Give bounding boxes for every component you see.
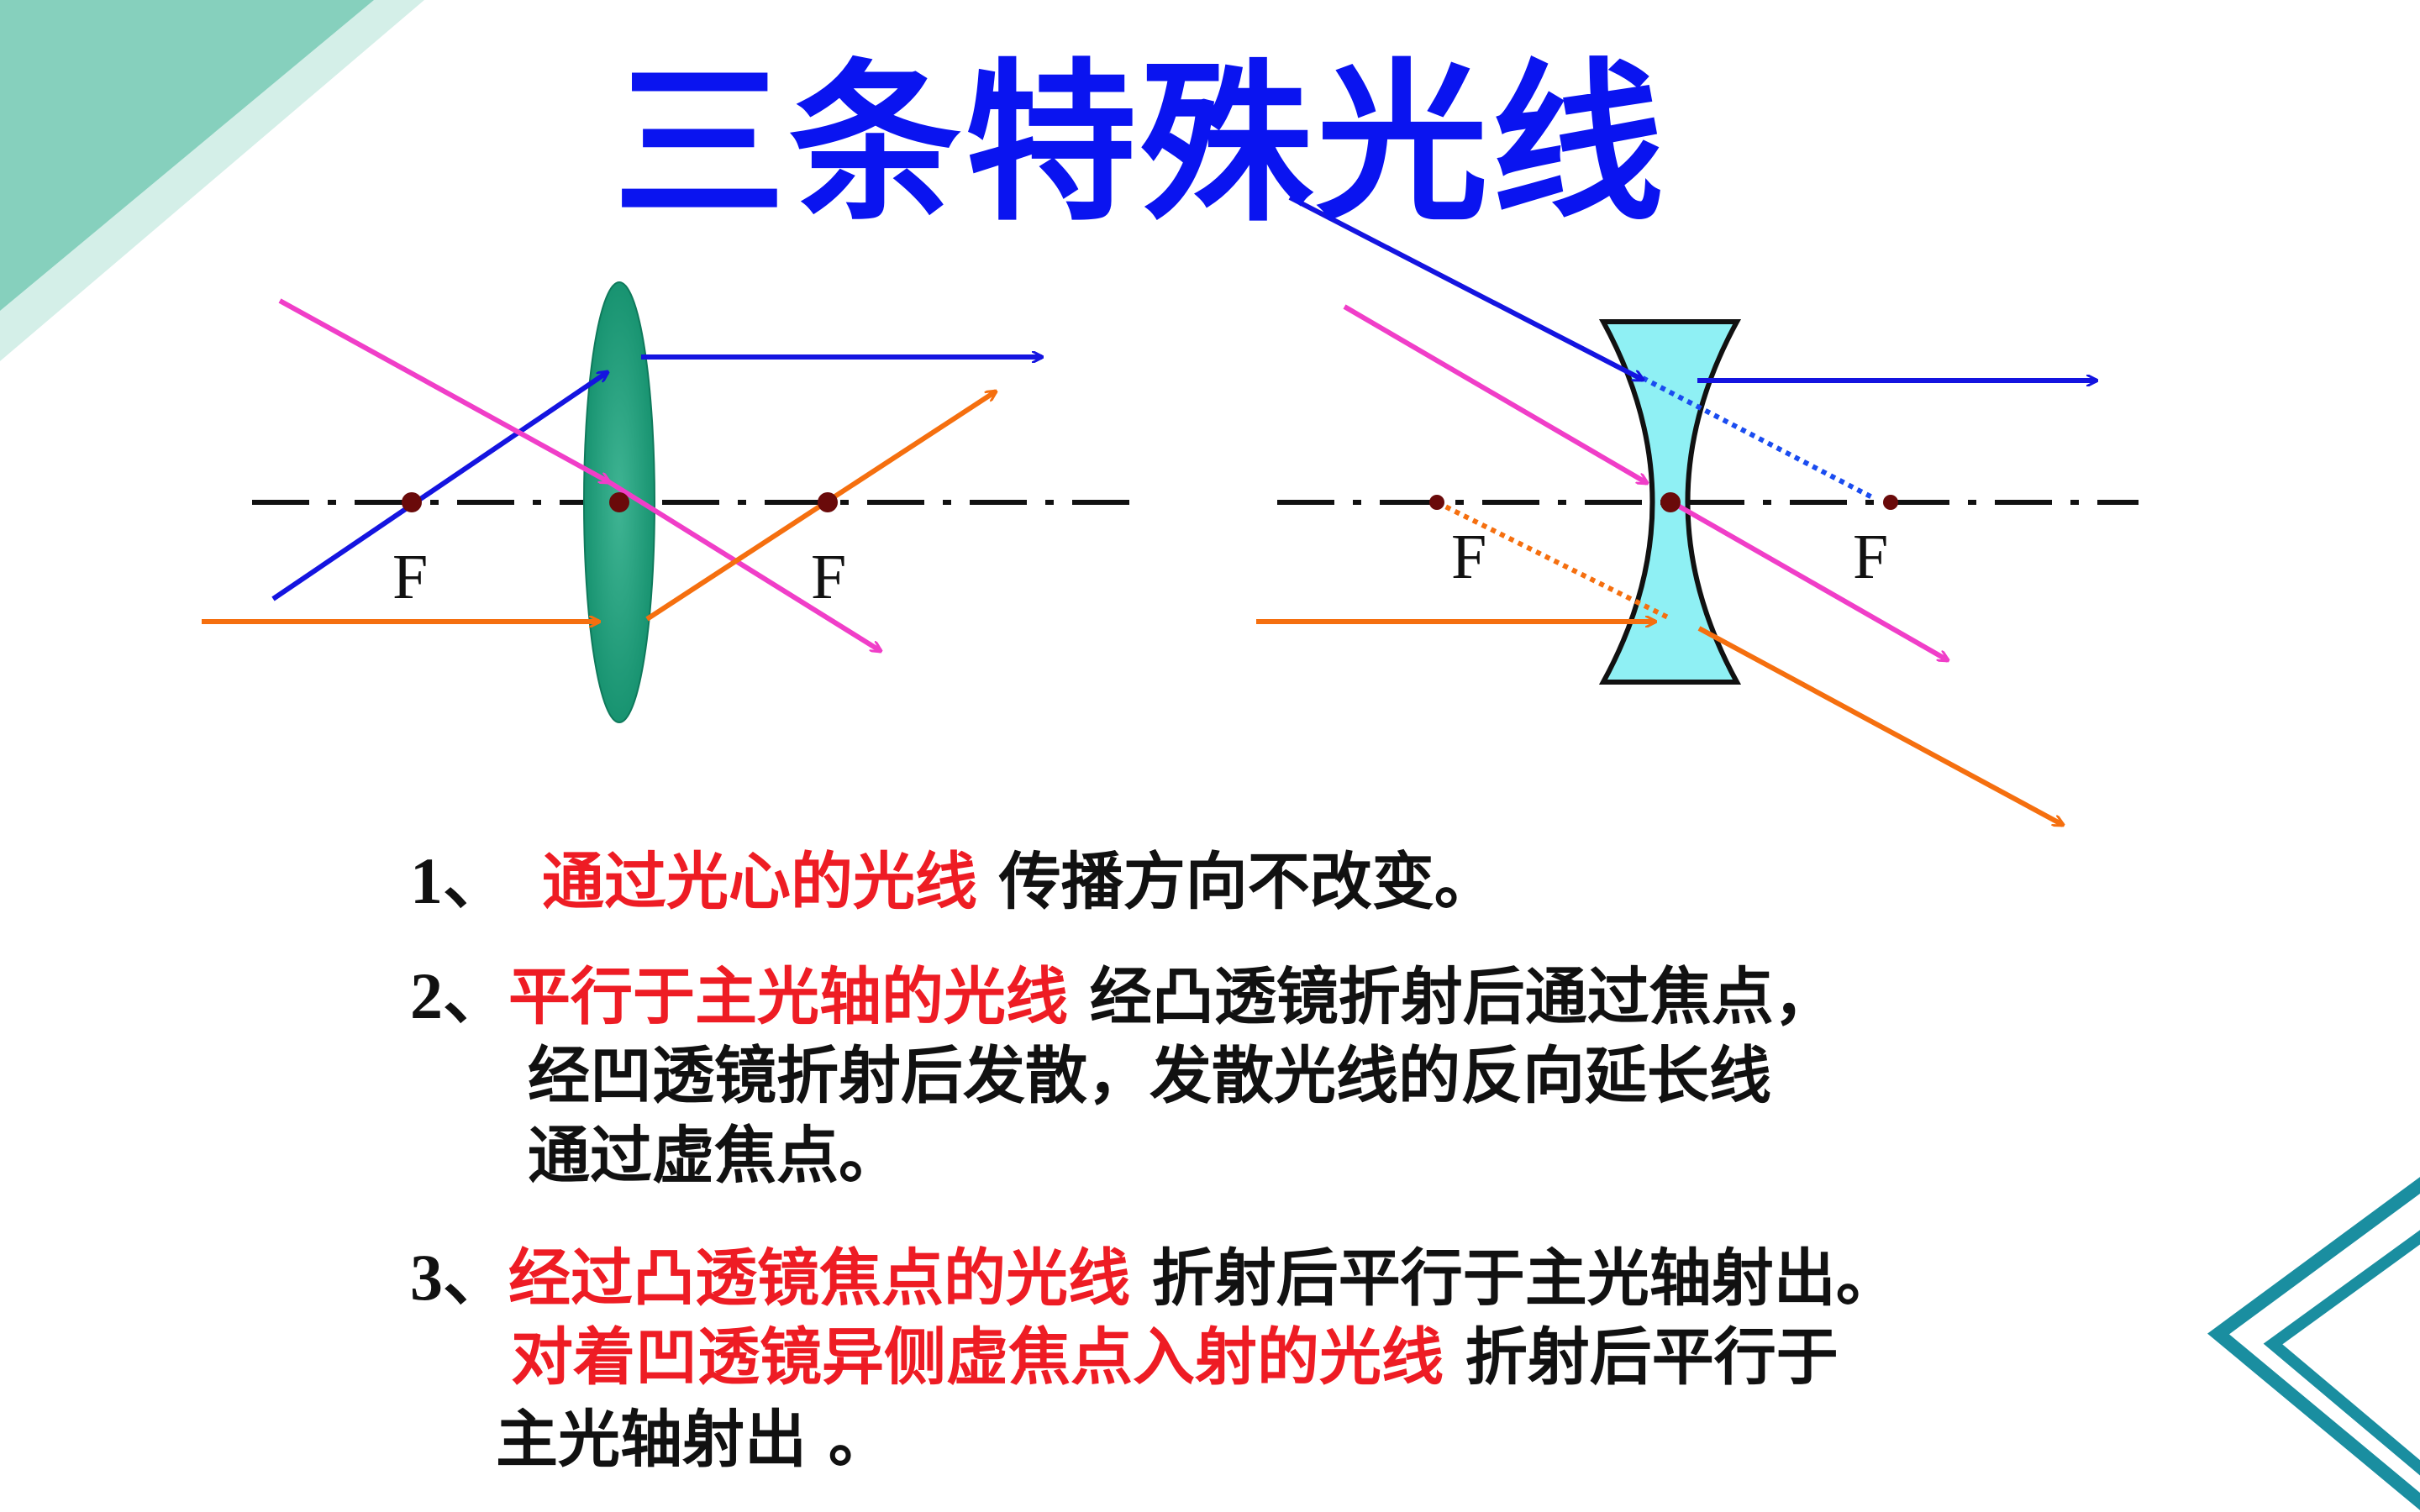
rule-1: 1、通过光心的光线 传播方向不改变。 [410,841,1497,922]
rule-1-text: 传播方向不改变。 [977,846,1497,918]
concave-center-dot [1660,492,1681,512]
rule-1-number: 1、 [410,844,509,917]
rule-3-line-3-text: 主光轴射出 。 [496,1404,891,1476]
rule-2-line-2: 经凹透镜折射后发散，发散光线的反向延长线 [528,1036,1771,1116]
rule-2-text: 经凸透镜折射后通过焦点， [1068,961,1836,1033]
concave-ray-blue-in [1288,195,1643,382]
decor-triangle-dark [0,0,374,311]
rule-3-highlight: 经过凸透镜焦点的光线 [508,1242,1131,1315]
concave-focus-left-dot [1429,495,1444,510]
convex-ray-blue-in [271,372,608,601]
concave-ray-orange-out [1697,626,2063,827]
concave-focus-right-label: F [1853,522,1888,592]
convex-focus-left-label: F [392,542,428,612]
rule-3-line-2: 对着凹透镜异侧虚焦点入射的光线 折射后平行于 [511,1317,1839,1398]
rule-2-line-2-text: 经凹透镜折射后发散，发散光线的反向延长线 [528,1040,1771,1112]
rule-1-highlight: 通过光心的光线 [542,846,978,918]
concave-focus-right-dot [1883,495,1898,510]
rule-2-highlight: 平行于主光轴的光线 [508,961,1069,1033]
convex-center-dot [609,492,629,512]
rule-3-text: 折射后平行于主光轴射出。 [1130,1242,1898,1315]
concave-focus-left-label: F [1451,522,1486,592]
convex-focus-right-dot [818,492,838,512]
concave-lens-diagram: F F [1256,195,2139,827]
decor-bottom-right [2207,1177,2420,1510]
convex-lens-diagram: F F [202,281,1143,723]
rule-3-number: 3、 [410,1241,509,1314]
concave-extension-orange [1435,500,1670,620]
rule-2-line-3: 通过虚焦点。 [528,1116,901,1196]
concave-ray-pink-in [1343,304,1647,483]
decor-chevron-inner [2263,1230,2420,1476]
rule-3-line-1: 3、经过凸透镜焦点的光线 折射后平行于主光轴射出。 [410,1237,1898,1319]
rule-3-text-2: 折射后平行于 [1444,1321,1839,1394]
concave-extension-blue [1641,375,1874,500]
decor-chevron-outer [2207,1177,2420,1510]
convex-focus-left-dot [402,492,422,512]
rule-3-highlight-2: 对着凹透镜异侧虚焦点入射的光线 [511,1321,1444,1394]
convex-focus-right-label: F [811,542,846,612]
rule-2-line-3-text: 通过虚焦点。 [528,1120,901,1192]
convex-ray-pink-out [608,480,881,651]
concave-ray-pink-out [1670,500,1948,660]
rule-2-line-1: 2、平行于主光轴的光线 经凸透镜折射后通过焦点， [410,956,1836,1037]
convex-ray-pink-in [278,298,609,485]
slide-title: 三条特殊光线 [613,45,1667,244]
rule-3-line-3: 主光轴射出 。 [496,1399,891,1480]
rule-2-number: 2、 [410,959,509,1032]
decor-top-left [0,0,424,361]
